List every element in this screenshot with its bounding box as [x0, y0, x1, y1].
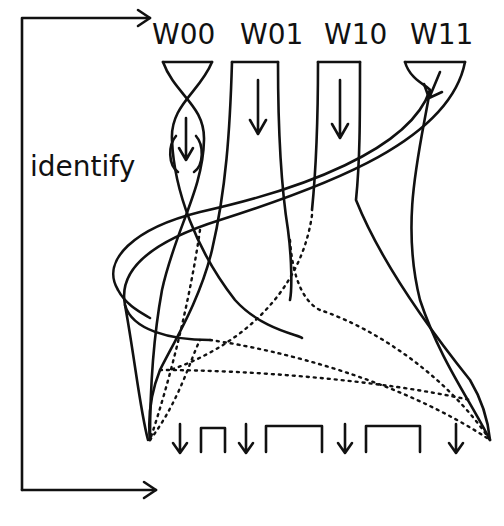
ribbon-stroke: [332, 80, 348, 138]
ribbon-stroke: [138, 10, 150, 26]
band-label: W10: [322, 20, 389, 50]
ribbon-stroke: [250, 80, 266, 134]
identify-note: identify: [28, 152, 137, 182]
hidden-edges: [150, 215, 490, 440]
ribbon-stroke: [411, 90, 490, 440]
ribbon-stroke: [179, 118, 193, 160]
ribbon-stroke: [201, 428, 225, 452]
ribbon-stroke: [318, 61, 360, 64]
ribbon-stroke: [232, 61, 278, 64]
ribbon-stroke: [22, 489, 156, 492]
ribbon-stroke: [239, 424, 253, 453]
ribbon-stroke: [144, 482, 156, 498]
ribbon-stroke: [449, 424, 463, 453]
band-label: W01: [238, 20, 305, 50]
ribbon-stroke: [125, 305, 148, 440]
ribbon-stroke: [405, 61, 465, 64]
ribbon-stroke: [170, 136, 202, 172]
ribbon-stroke: [150, 62, 204, 440]
band-label: W11: [408, 20, 475, 50]
band-label: W00: [150, 20, 217, 50]
ribbon-stroke: [173, 424, 187, 453]
ribbon-stroke: [266, 426, 322, 452]
ribbon-stroke: [366, 426, 420, 452]
ribbon-stroke: [22, 18, 150, 490]
ribbon-stroke: [150, 230, 200, 440]
ribbon-stroke: [338, 424, 352, 453]
ribbon-stroke: [424, 72, 442, 98]
ribbon-stroke: [210, 340, 490, 440]
ribbon-stroke: [113, 62, 430, 318]
ribbon-stroke: [278, 62, 291, 300]
ribbon-stroke: [150, 340, 200, 440]
ribbon-stroke: [160, 370, 470, 400]
ribbon-stroke: [149, 62, 232, 440]
ribbon-stroke: [163, 61, 212, 64]
ribbon-stroke: [170, 215, 312, 370]
band-outlines: [22, 10, 490, 498]
ribbon-stroke: [290, 240, 490, 440]
ribbon-stroke: [124, 62, 465, 340]
